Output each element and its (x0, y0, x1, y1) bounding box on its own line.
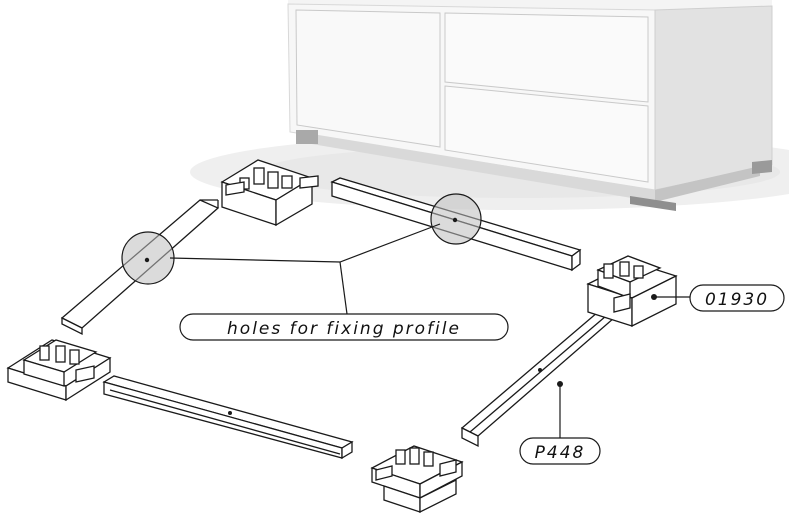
profile-bottom (102, 375, 354, 460)
cabinet (190, 0, 789, 211)
callout-p448-text: P448 (535, 443, 586, 463)
callout-part-01930: 01930 (689, 284, 785, 312)
corner-block-right (586, 255, 678, 328)
corner-block-top-left (220, 159, 319, 227)
hole-highlights (121, 193, 482, 285)
callout-holes: holes for fixing profile (179, 313, 509, 341)
hole-circle-left (121, 231, 175, 285)
callout-part-p448: P448 (519, 437, 601, 465)
callout-holes-text: holes for fixing profile (227, 319, 461, 339)
corner-block-bottom-left (6, 339, 112, 402)
corner-block-bottom-center (370, 445, 464, 514)
callout-01930-text: 01930 (705, 290, 769, 310)
